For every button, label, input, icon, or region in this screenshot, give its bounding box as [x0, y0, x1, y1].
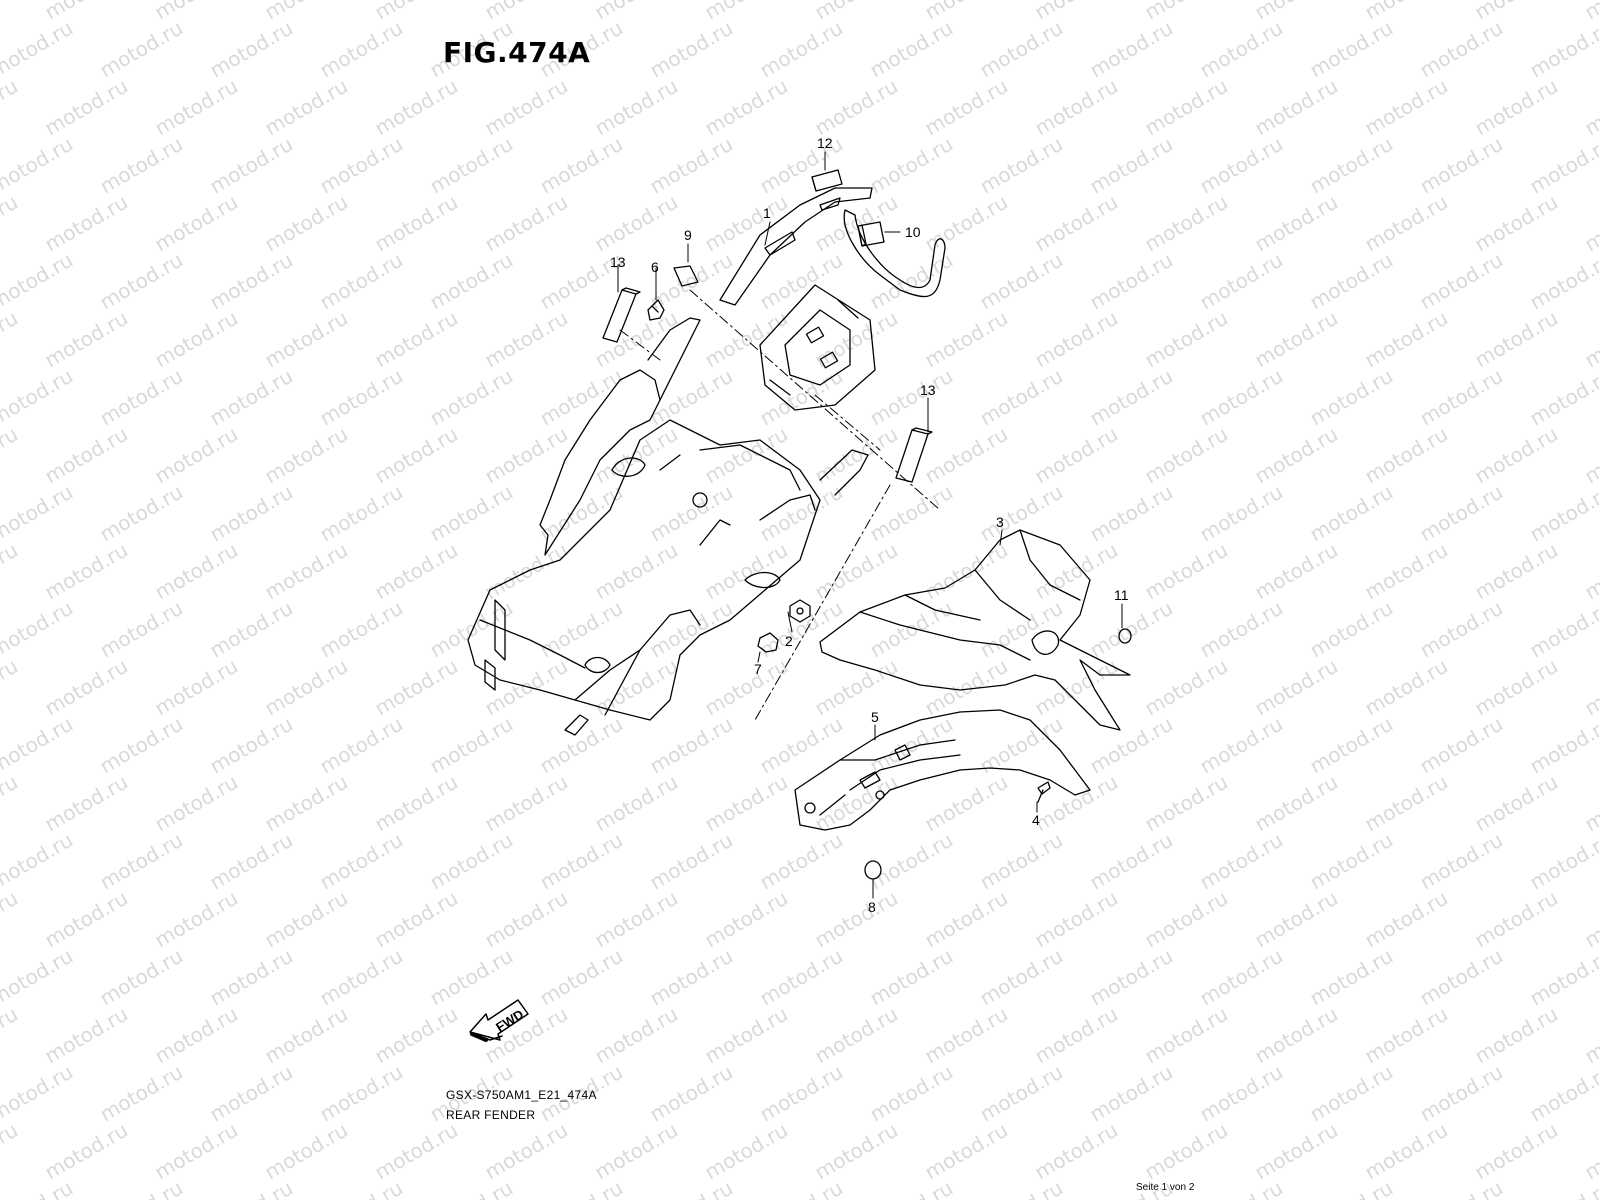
callout-labels: 12 1 10 9 13 6 13 3 11 2 7 5 4 8: [610, 135, 1129, 915]
figure-title: FIG.474A: [443, 36, 591, 69]
model-code: GSX-S750AM1_E21_474A: [446, 1088, 597, 1102]
page-indicator: Seite 1 von 2: [1136, 1182, 1195, 1193]
part-11-washer: [1118, 628, 1132, 644]
callout-5: 5: [871, 709, 879, 725]
section-name: REAR FENDER: [446, 1108, 536, 1122]
alignment-lines: [619, 289, 941, 721]
part-13-strip-right: [895, 427, 933, 483]
callout-9: 9: [684, 227, 692, 243]
callout-2: 2: [785, 633, 793, 649]
callout-11: 11: [1114, 587, 1129, 603]
callout-13-right: 13: [920, 382, 936, 398]
part-5-inner-fender: [794, 709, 1091, 831]
callout-leaders: [617, 151, 1123, 899]
callout-7: 7: [754, 661, 762, 677]
part-4-screw: [1037, 781, 1051, 803]
fwd-arrow-icon: FWD: [469, 999, 529, 1042]
part-13-strip-left: [602, 287, 641, 343]
part-6-clip: [647, 299, 665, 321]
callout-4: 4: [1032, 812, 1040, 828]
part-1-rail: [719, 187, 946, 306]
callout-10: 10: [905, 224, 921, 240]
callout-12: 12: [817, 135, 833, 151]
part-3-fender-shell: [819, 529, 1131, 731]
part-10-block: [857, 221, 885, 247]
part-12-block: [811, 169, 843, 192]
part-8-washer: [864, 860, 882, 880]
part-7-nut: [757, 632, 779, 653]
part-9-piece: [673, 265, 699, 287]
callout-1: 1: [763, 205, 771, 221]
callout-3: 3: [996, 514, 1004, 530]
callout-8: 8: [868, 899, 876, 915]
central-mounting-plate: [759, 284, 876, 411]
callout-13-left: 13: [610, 254, 626, 270]
callout-6: 6: [651, 259, 659, 275]
main-rear-fender: [467, 317, 869, 736]
part-2-bolt: [789, 599, 811, 623]
